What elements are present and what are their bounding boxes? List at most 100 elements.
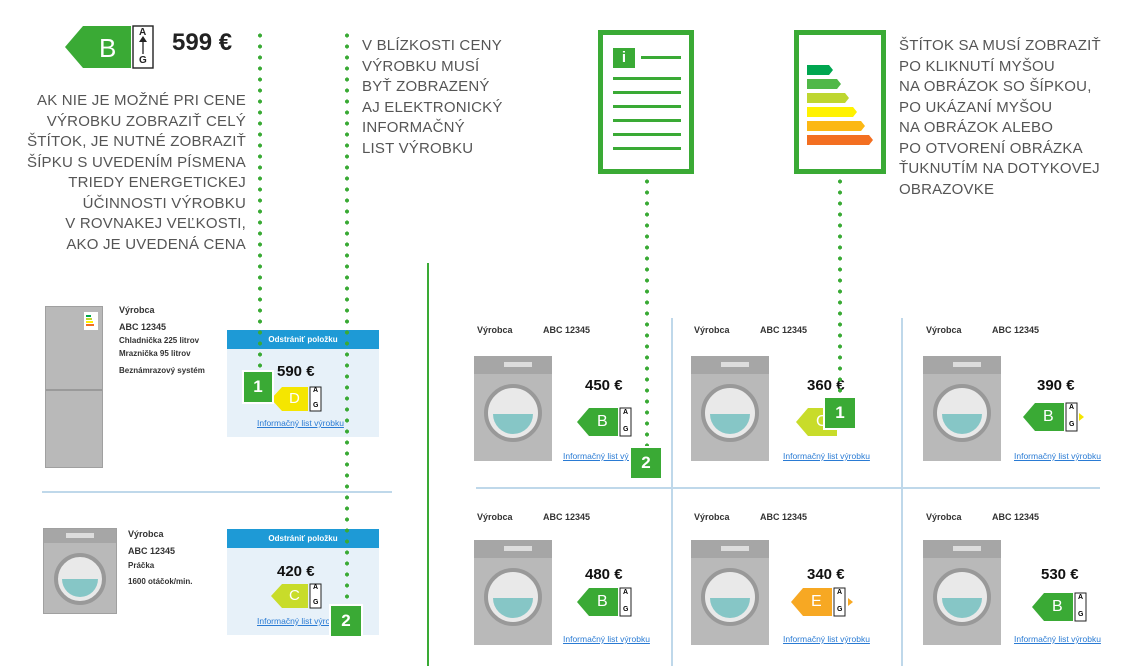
mini-energy-label-icon (84, 312, 98, 330)
caption-line: NA OBRÁZOK SO ŠÍPKOU, (899, 78, 1092, 95)
marker-1: 1 (242, 370, 274, 404)
washer-door (484, 568, 542, 626)
scale-top-letter: A (1069, 404, 1075, 411)
fridge-image (45, 306, 103, 468)
sheet-line (613, 147, 681, 150)
example-price: 599 € (172, 29, 233, 56)
energy-class-letter: B (1052, 598, 1063, 615)
scale-top-letter: A (623, 589, 629, 596)
washer-image (43, 528, 117, 614)
info-sheet-link[interactable]: Informačný list výrobku (1014, 634, 1101, 644)
dotted-connector (258, 30, 262, 370)
caption-line: AJ ELEKTRONICKÝ (362, 98, 503, 116)
energy-arrow-d[interactable]: D A G (270, 385, 322, 413)
arrow-label-icon (65, 25, 154, 69)
cart-price: 590 € (277, 363, 315, 380)
energy-arrow-b[interactable]: B A G (576, 406, 632, 438)
arrow-label-icon (791, 587, 853, 617)
washer-door (484, 384, 542, 442)
grid-price: 340 € (807, 566, 845, 583)
grid-model: ABC 12345 (543, 512, 591, 522)
energy-arrow-b[interactable]: B A G (1022, 401, 1086, 433)
grid-price: 480 € (585, 566, 623, 583)
washer-image (474, 356, 552, 461)
washer-display (504, 546, 532, 551)
marker-2: 2 (629, 446, 663, 480)
grid-price: 360 € (807, 377, 845, 394)
sheet-line (613, 133, 681, 136)
caption-line: TRIEDY ENERGETICKEJ (68, 174, 246, 191)
info-sheet-link[interactable]: Informačný list výrobku (1014, 451, 1101, 461)
scale-bottom-letter: G (313, 402, 319, 409)
info-sheet-link[interactable]: Informačný list výrobku (563, 451, 650, 461)
caption-line: AKO JE UVEDENÁ CENA (66, 235, 246, 253)
washer-door (933, 384, 991, 442)
arrow-label-icon (577, 587, 632, 617)
arrow-label-icon (1032, 592, 1087, 622)
info-sheet-icon: i (598, 30, 694, 174)
grid-model: ABC 12345 (992, 512, 1040, 522)
grid-price: 390 € (1037, 377, 1075, 394)
product-spec: Mraznička 95 litrov (119, 349, 191, 358)
cart-price: 420 € (277, 563, 315, 580)
washer-image (923, 356, 1001, 461)
caption-line: INFORMAČNÝ (362, 119, 465, 136)
washer-water (493, 598, 533, 618)
info-sheet-link[interactable]: Informačný list výrobku (783, 451, 870, 461)
energy-class-letter: C (816, 413, 828, 430)
grid-price: 530 € (1041, 566, 1079, 583)
arrow-label-icon (271, 583, 322, 609)
remove-item-button[interactable]: Odstrániť položku (227, 330, 379, 349)
scale-bottom-letter: G (313, 599, 319, 606)
caption-line: V BLÍZKOSTI CENY (362, 37, 502, 54)
dotted-connector (345, 30, 349, 610)
grid-model: ABC 12345 (760, 325, 808, 335)
energy-class-letter: B (1043, 408, 1054, 425)
cart-divider (42, 491, 392, 493)
grid-model: ABC 12345 (760, 512, 808, 522)
washer-door (701, 384, 759, 442)
caption-arrow-rule: AK NIE JE MOŽNÉ PRI CENE VÝROBKU ZOBRAZI… (20, 91, 246, 255)
info-sheet-link[interactable]: Informačný list výrobku (563, 634, 650, 644)
product-spec: 1600 otáčok/min. (128, 577, 193, 586)
caption-line: V ROVNAKEJ VEĽKOSTI, (65, 215, 246, 232)
washer-water (710, 414, 750, 434)
sheet-line (613, 91, 681, 94)
caption-info-sheet-rule: V BLÍZKOSTI CENY VÝROBKU MUSÍ BYŤ ZOBRAZ… (362, 36, 532, 159)
product-maker: Výrobca (119, 305, 155, 315)
energy-bars-icon (807, 65, 873, 145)
washer-image (691, 540, 769, 645)
info-sheet-link[interactable]: Informačný list výrobku (257, 418, 344, 428)
energy-arrow-c[interactable]: C A G (270, 582, 322, 610)
energy-arrow-b[interactable]: B A G (576, 586, 632, 618)
scale-top-letter: A (313, 584, 319, 591)
washer-door (933, 568, 991, 626)
scale-top-letter: A (623, 409, 629, 416)
grid-v-divider (901, 318, 903, 666)
energy-arrow-b[interactable]: B A G (1031, 591, 1087, 623)
caption-line: LIST VÝROBKU (362, 139, 474, 157)
energy-class-letter: B (597, 413, 608, 430)
energy-arrow-e[interactable]: E A G (790, 586, 856, 618)
marker-1: 1 (823, 396, 857, 430)
scale-bottom-letter: G (1078, 611, 1084, 618)
remove-item-button[interactable]: Odstrániť položku (227, 529, 379, 548)
energy-class-letter: B (99, 33, 117, 63)
caption-line: PO OTVORENÍ OBRÁZKA (899, 139, 1083, 157)
washer-display (66, 533, 94, 538)
washer-door (54, 553, 106, 605)
section-divider (427, 263, 429, 666)
info-sheet-link[interactable]: Informačný list výrobku (257, 616, 344, 626)
caption-line: BYŤ ZOBRAZENÝ (362, 78, 490, 95)
sheet-line (641, 56, 681, 59)
grid-h-divider (476, 487, 1100, 489)
dotted-connector (838, 176, 842, 402)
energy-class-letter: E (811, 593, 822, 610)
washer-water (710, 598, 750, 618)
info-sheet-link[interactable]: Informačný list výrobku (783, 634, 870, 644)
grid-model: ABC 12345 (543, 325, 591, 335)
grid-maker: Výrobca (926, 512, 962, 522)
caption-line: NA OBRÁZOK ALEBO (899, 119, 1054, 136)
scale-bottom-letter: G (139, 55, 147, 66)
energy-class-letter: B (597, 593, 608, 610)
